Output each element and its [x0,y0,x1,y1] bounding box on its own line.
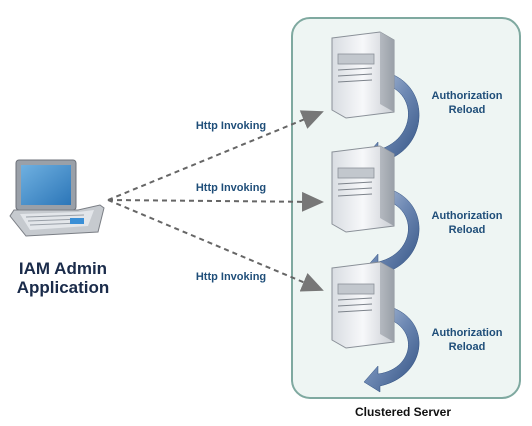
app-label-line1: IAM Admin [19,259,107,278]
http-invoke-arrow-2 [107,191,324,212]
server-icon [331,261,395,349]
http-invoke-label-1: Http Invoking [196,120,266,132]
reload-arrow-icon [359,303,420,393]
auth-reload-label-1a: Authorization [432,90,503,102]
cluster-label: Clustered Server [355,405,451,419]
auth-reload-label-2b: Reload [449,224,486,236]
http-invoke-label-3: Http Invoking [196,271,266,283]
auth-reload-label-1b: Reload [449,104,486,116]
auth-reload-label-3a: Authorization [432,327,503,339]
http-invoke-arrow-3 [107,199,324,292]
app-label-line2: Application [17,278,110,297]
http-invoke-arrow-1 [107,110,324,201]
server-2: Authorization Reload [331,145,503,283]
auth-reload-label-2a: Authorization [432,210,503,222]
server-3: Authorization Reload [331,261,503,393]
auth-reload-label-3b: Reload [449,341,486,353]
laptop-icon [9,159,105,237]
server-icon [331,145,395,233]
http-invoke-label-2: Http Invoking [196,182,266,194]
server-1: Authorization Reload [331,31,503,171]
server-icon [331,31,395,119]
